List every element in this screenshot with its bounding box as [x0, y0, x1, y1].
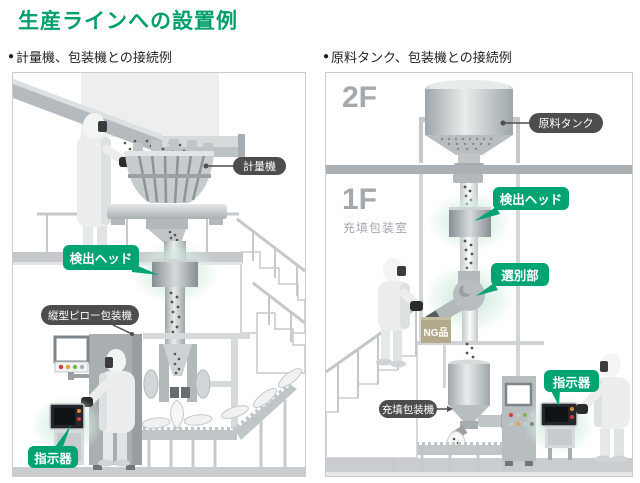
stairs: [236, 217, 305, 374]
outfeed-conveyor: [119, 368, 302, 467]
left-panel: 計量機 検出ヘッド 縦型ピロー包装機 指示器: [12, 72, 306, 477]
room-label: 充填包装室: [343, 221, 409, 235]
material-tank-graphic: [425, 80, 513, 168]
bullet-icon: ●: [323, 51, 330, 62]
detection-head-label-left: 検出ヘッド: [63, 245, 139, 270]
material-tank-label: 原料タンク: [529, 113, 603, 133]
left-panel-header: ●計量機、包装機との接続例: [8, 47, 172, 66]
right-panel-header-text: 原料タンク、包装機との接続例: [331, 50, 512, 65]
worker-packer: [81, 349, 135, 467]
weigher-graphic: [107, 139, 227, 261]
left-panel-header-text: 計量機、包装機との接続例: [16, 50, 172, 65]
filling-packer-graphic: [448, 359, 507, 440]
ng-item-label: NG品: [421, 317, 451, 343]
detection-head-graphic: [152, 259, 198, 287]
bag-former-graphic: [143, 344, 211, 430]
indicator-label-left: 指示器: [28, 446, 78, 468]
worker-stairs: [376, 258, 423, 368]
indicator-graphic: [540, 402, 578, 460]
weigher-label: 計量機: [233, 157, 286, 175]
page-title: 生産ラインへの設置例: [18, 10, 238, 33]
floor-2f-label: 2F: [342, 81, 378, 114]
right-panel-header: ●原料タンク、包装機との接続例: [323, 47, 512, 66]
sorting-unit-label: 選別部: [491, 263, 549, 286]
left-illustration: [13, 73, 305, 476]
right-panel: 2F 1F 充填包装室 原料タンク 検出ヘッド 選別部 NG品 充填包装機 指示…: [325, 72, 633, 477]
floor-divider: [326, 165, 632, 174]
bullet-icon: ●: [8, 51, 15, 62]
detection-head-graphic: [449, 207, 491, 237]
callout-lines: [436, 120, 560, 412]
right-illustration: [326, 80, 632, 476]
vertical-pillow-packer-label: 縦型ピロー包装機: [41, 305, 139, 325]
falling-product: [169, 291, 181, 338]
monitor-graphic: [53, 335, 90, 380]
filling-packer-label: 充填包装機: [379, 400, 437, 418]
floor-1f-label: 1F: [342, 183, 378, 216]
detection-head-label-right: 検出ヘッド: [493, 187, 569, 210]
indicator-label-right: 指示器: [544, 370, 599, 392]
floor-bar: [13, 467, 305, 476]
worker-platform: [77, 113, 132, 258]
control-cabinet-graphic: [502, 376, 536, 466]
